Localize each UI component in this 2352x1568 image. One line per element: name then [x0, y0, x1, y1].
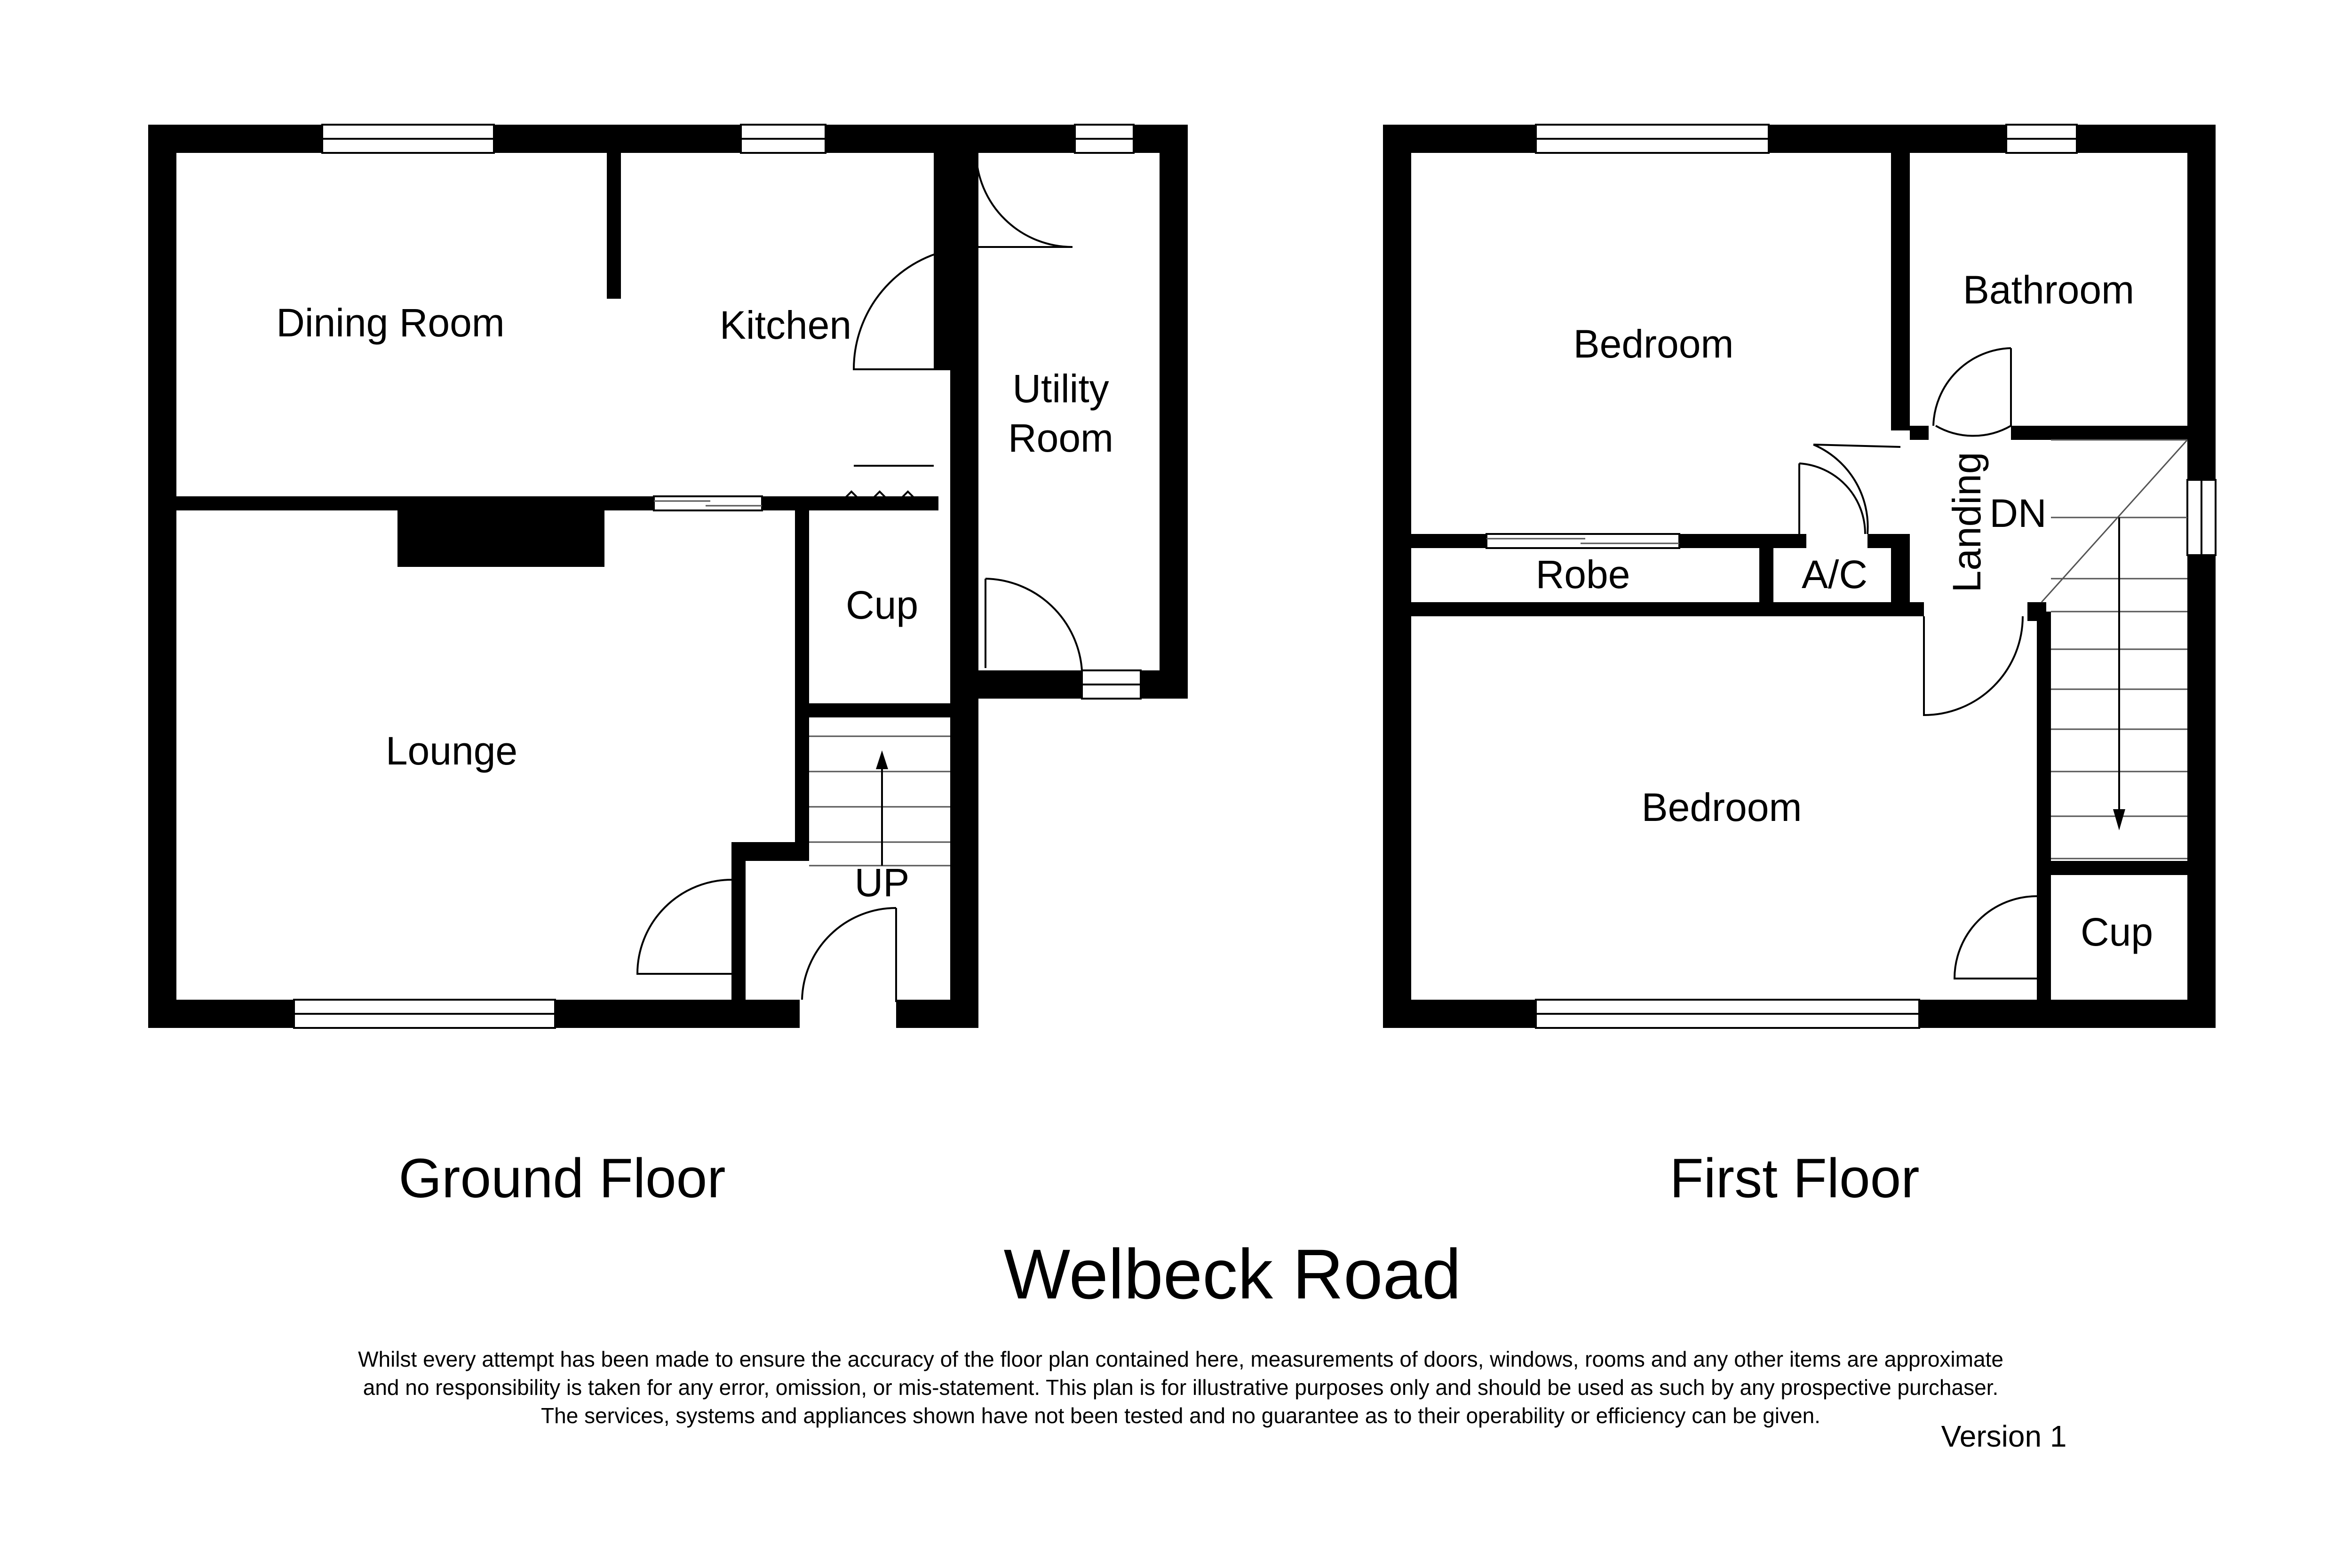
room-label-kitchen: Kitchen: [720, 303, 851, 347]
door-swing: [985, 578, 1083, 671]
wall: [809, 703, 950, 717]
wall: [2187, 125, 2216, 1028]
disclaimer-line: and no responsibility is taken for any e…: [363, 1375, 1998, 1400]
room-label-bedroom: Bedroom: [1573, 322, 1734, 366]
wall: [950, 125, 1188, 153]
wall: [1675, 534, 1806, 548]
wall: [607, 153, 621, 299]
wall: [148, 496, 938, 510]
room-label-lounge: Lounge: [386, 729, 517, 773]
wall: [795, 496, 809, 861]
wall: [1891, 153, 1910, 430]
stairs-label-up: UP: [855, 860, 910, 905]
room-label-dining-room: Dining Room: [276, 301, 505, 345]
version-label: Version 1: [1941, 1419, 2067, 1453]
room-label-landing: Landing: [1945, 452, 1989, 593]
wall: [2011, 426, 2187, 440]
wall: [2037, 612, 2051, 1007]
wall: [2037, 861, 2187, 875]
bifold-door: [836, 490, 923, 507]
door-swing: [1813, 444, 1901, 534]
room-label-utility-room: Room: [1008, 416, 1113, 460]
floor-label-ground: Ground Floor: [398, 1147, 725, 1210]
stairs-label-down: DN: [1989, 491, 2046, 535]
wall: [934, 153, 953, 369]
wall: [148, 125, 176, 1028]
door-swing: [1798, 462, 1867, 534]
wall: [1383, 602, 1924, 616]
wall: [731, 861, 746, 1002]
door-swing: [975, 152, 1073, 248]
disclaimer-line: Whilst every attempt has been made to en…: [358, 1347, 2003, 1371]
chimney-breast: [397, 510, 604, 567]
door-swing: [852, 246, 977, 370]
room-label-utility-room: Utility: [1012, 366, 1109, 411]
door-swing: [636, 879, 732, 975]
door-swing: [1935, 348, 2012, 437]
first-floor-plan: Bedroom Bathroom Robe A/C Landing DN Bed…: [1383, 124, 2217, 1029]
wall: [731, 842, 809, 861]
wall: [950, 125, 978, 1028]
door-swing: [1932, 347, 2011, 426]
room-label-bathroom: Bathroom: [1963, 268, 2134, 312]
wall: [148, 125, 976, 153]
floor-label-first: First Floor: [1670, 1147, 1920, 1210]
ground-stairs: [809, 735, 950, 867]
sliding-door: [653, 495, 763, 511]
disclaimer-line: The services, systems and appliances sho…: [541, 1403, 1820, 1428]
wall: [950, 670, 1188, 699]
wall: [1891, 534, 1910, 614]
room-label-cupboard: Cup: [2081, 910, 2153, 954]
room-label-airing-cupboard: A/C: [1802, 552, 1867, 597]
door-swing: [1953, 895, 2037, 979]
door-swing: [801, 907, 897, 1002]
wall: [1910, 426, 1929, 440]
first-floor-stairs: [2041, 439, 2188, 860]
page-title: Welbeck Road: [1004, 1234, 1462, 1313]
ground-floor-plan: Dining Room Kitchen Utility Room Lounge …: [148, 124, 1188, 1029]
wall: [1160, 125, 1188, 699]
wall: [1383, 125, 2216, 153]
room-label-cupboard: Cup: [846, 583, 918, 627]
door-swing: [1923, 616, 2024, 716]
wall: [1383, 125, 1411, 1028]
sliding-door: [1486, 533, 1680, 549]
room-label-robe: Robe: [1536, 552, 1630, 597]
wall: [1759, 534, 1773, 614]
room-label-bedroom: Bedroom: [1642, 785, 1802, 829]
